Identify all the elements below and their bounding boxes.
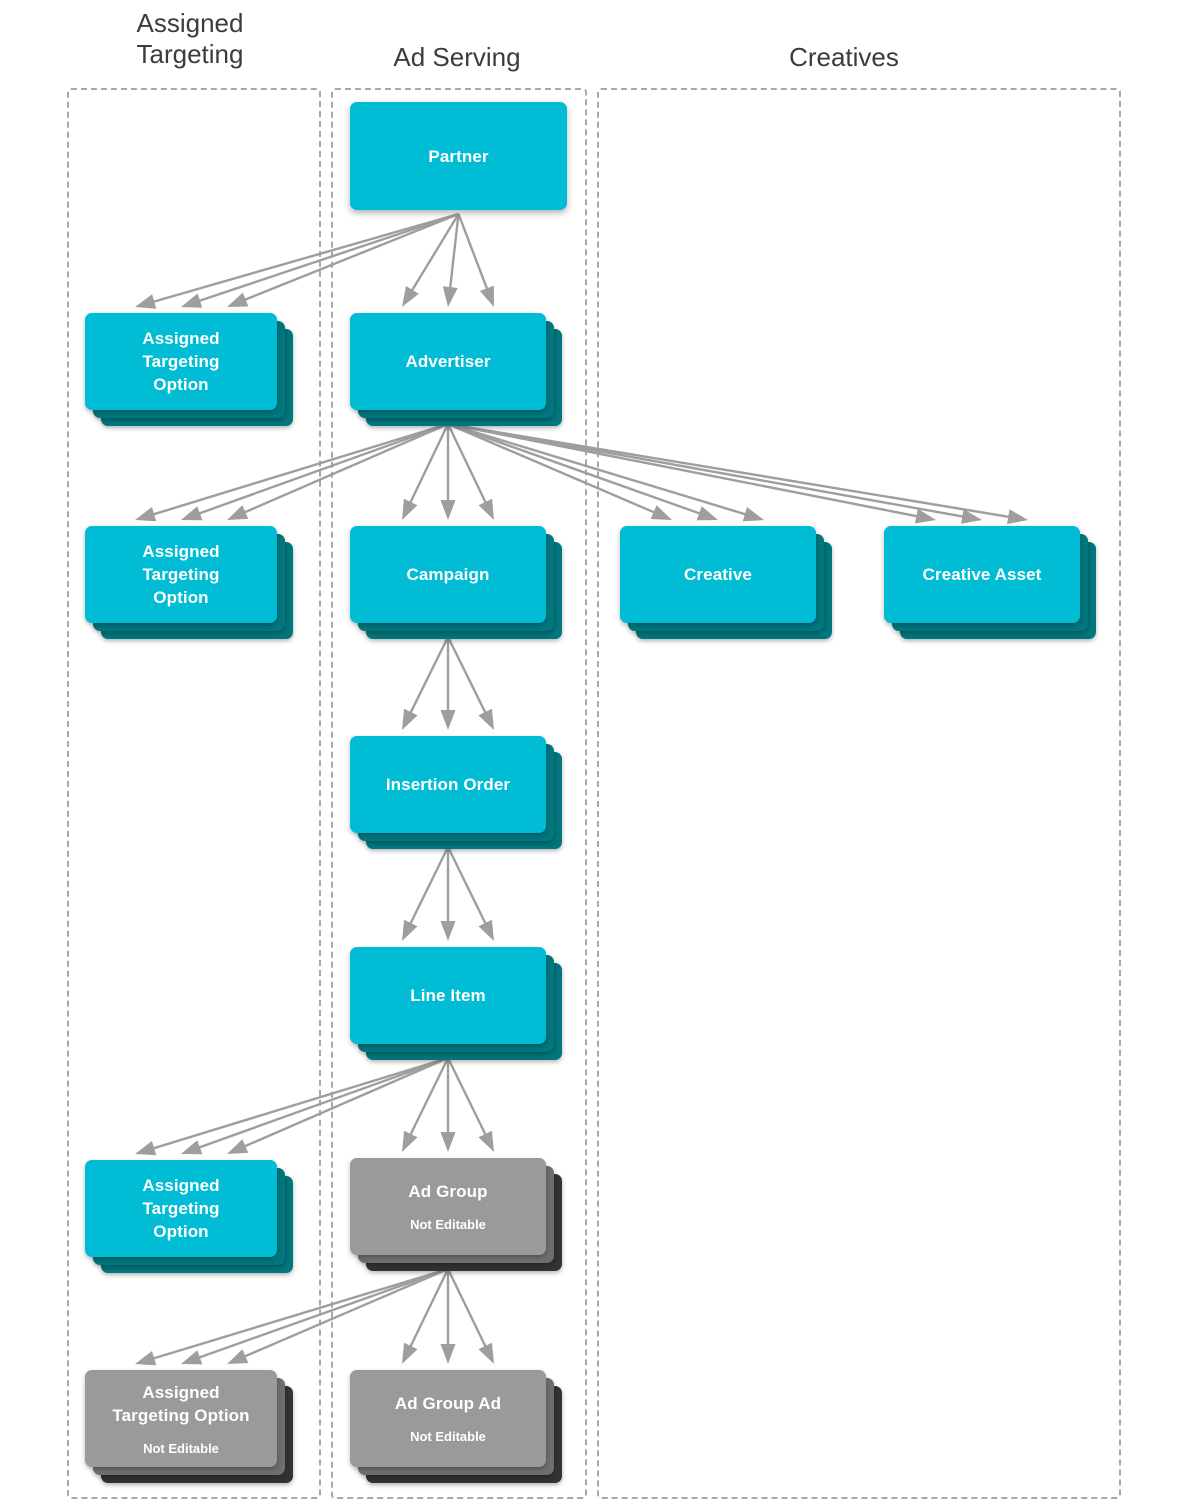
node-card[interactable]: Insertion Order xyxy=(350,736,546,833)
column-header-creatives: Creatives xyxy=(789,42,899,72)
node-partner[interactable]: Partner xyxy=(350,102,567,210)
node-not-editable-badge: Not Editable xyxy=(410,1429,486,1444)
node-insertion-order[interactable]: Insertion Order xyxy=(350,736,562,849)
node-label: Partner xyxy=(428,146,489,166)
group-frame-creatives xyxy=(597,88,1121,1499)
node-label: Line Item xyxy=(410,986,486,1005)
node-not-editable-badge: Not Editable xyxy=(410,1217,486,1232)
node-campaign[interactable]: Campaign xyxy=(350,526,562,639)
node-label: Creative Asset xyxy=(922,565,1042,584)
node-line-item[interactable]: Line Item xyxy=(350,947,562,1060)
node-label: Creative xyxy=(684,565,752,584)
group-frame-ad-serving xyxy=(331,88,587,1499)
node-card[interactable]: Advertiser xyxy=(350,313,546,410)
node-ad-group-ad[interactable]: Ad Group Ad Not Editable xyxy=(350,1370,562,1483)
node-card[interactable]: Ad Group Ad Not Editable xyxy=(350,1370,546,1467)
column-header-ad-serving: Ad Serving xyxy=(393,42,521,72)
node-not-editable-badge: Not Editable xyxy=(143,1440,219,1456)
node-card[interactable]: Campaign xyxy=(350,526,546,623)
node-label: Ad Group Ad xyxy=(394,1394,502,1413)
node-label: Ad Group xyxy=(408,1182,488,1201)
node-card[interactable]: Creative xyxy=(620,526,816,623)
node-card[interactable]: Creative Asset xyxy=(884,526,1080,623)
node-creative-asset[interactable]: Creative Asset xyxy=(884,526,1096,639)
node-card[interactable]: Partner xyxy=(350,102,567,210)
node-label: Campaign xyxy=(406,565,490,584)
group-frame-assigned-targeting xyxy=(67,88,321,1499)
node-label: Insertion Order xyxy=(385,775,511,794)
node-label: Advertiser xyxy=(405,352,491,371)
column-header-assigned-targeting: Assigned Targeting xyxy=(136,8,244,69)
node-creative[interactable]: Creative xyxy=(620,526,832,639)
node-advertiser[interactable]: Advertiser xyxy=(350,313,562,426)
node-card[interactable]: Line Item xyxy=(350,947,546,1044)
